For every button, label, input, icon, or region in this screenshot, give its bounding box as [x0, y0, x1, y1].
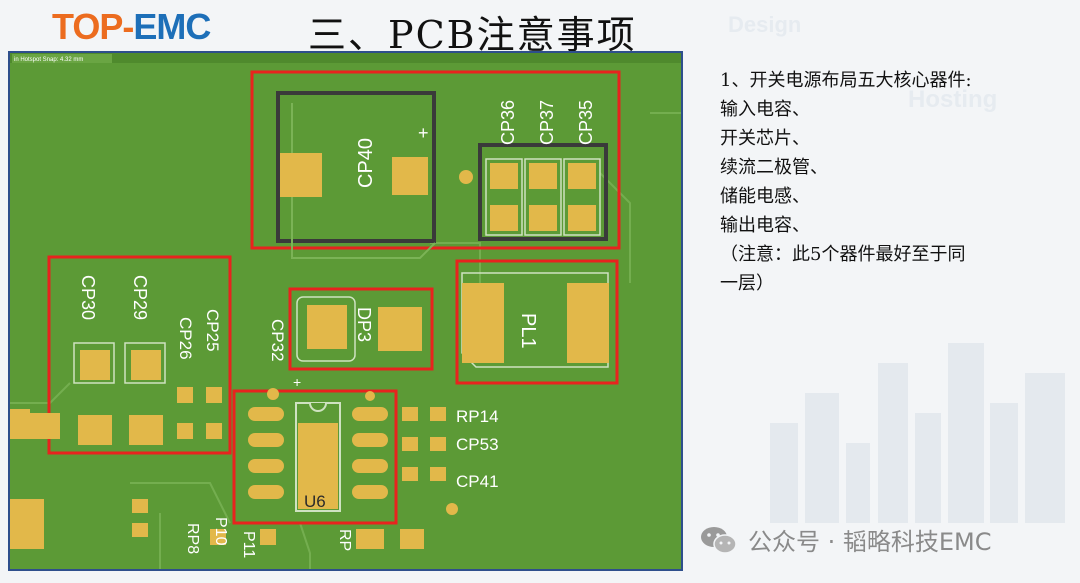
ref-p11: P11 [240, 531, 257, 558]
note-line: （注意：此5个器件最好至于同 [720, 244, 966, 265]
ref-cp32: CP32 [268, 319, 287, 362]
logo-text-emc: EMC [133, 6, 211, 47]
highlight-diode [288, 287, 434, 371]
note-line: 1、开关电源布局五大核心器件: [720, 70, 972, 91]
note-line: 输入电容、 [720, 99, 810, 120]
slide-title: 三、PCB注意事项 [308, 13, 637, 57]
ref-p10: P10 [212, 517, 229, 546]
highlight-input-caps [250, 70, 621, 250]
ref-cp36: CP36 [498, 100, 518, 145]
ref-cp25: CP25 [203, 309, 222, 352]
pcb-layout-image: in Hotspot Snap: 4.32 mm CP40 + [8, 51, 683, 571]
ref-dp3: DP3 [354, 307, 374, 342]
note-line: 开关芯片、 [720, 128, 810, 149]
note-line: 续流二极管、 [720, 157, 828, 178]
ref-cp29: CP29 [130, 275, 150, 320]
watermark-text: 公众号 · 韬略科技EMC [748, 528, 992, 556]
ref-cp41: CP41 [456, 472, 499, 491]
ref-cp26: CP26 [176, 317, 195, 360]
note-line: 储能电感、 [720, 186, 810, 207]
highlight-inductor [455, 259, 619, 385]
note-line: 一层） [720, 273, 774, 294]
ref-cp53: CP53 [456, 435, 499, 454]
wechat-icon [701, 526, 737, 554]
note-line: 输出电容、 [720, 215, 810, 236]
brand-logo: TOP-EMC [52, 6, 211, 48]
ref-rp: RP [336, 529, 353, 551]
ref-cp40: CP40 [355, 138, 377, 188]
ref-u6: U6 [304, 492, 326, 511]
bg-word-design: Design [728, 12, 802, 37]
ref-cp37: CP37 [537, 100, 557, 145]
ref-pl1: PL1 [517, 313, 539, 349]
ref-cp30: CP30 [78, 275, 98, 320]
logo-text-top: TOP- [52, 6, 134, 47]
ref-rp8: RP8 [184, 523, 201, 554]
notes-panel: 1、开关电源布局五大核心器件: 输入电容、 开关芯片、 续流二极管、 储能电感、… [720, 66, 1050, 298]
highlight-switch-ic [232, 389, 398, 525]
skyline-decoration [770, 343, 1065, 523]
plus-cp32: + [293, 374, 301, 390]
account-watermark: 公众号 · 韬略科技EMC [700, 522, 992, 557]
ref-cp35: CP35 [576, 100, 596, 145]
pcb-status-label: in Hotspot Snap: 4.32 mm [14, 57, 83, 63]
highlight-output-caps [47, 255, 232, 455]
bg-word-hosting: Hosting [908, 86, 998, 113]
ref-rp14: RP14 [456, 407, 499, 426]
plus-cp40: + [418, 123, 429, 143]
